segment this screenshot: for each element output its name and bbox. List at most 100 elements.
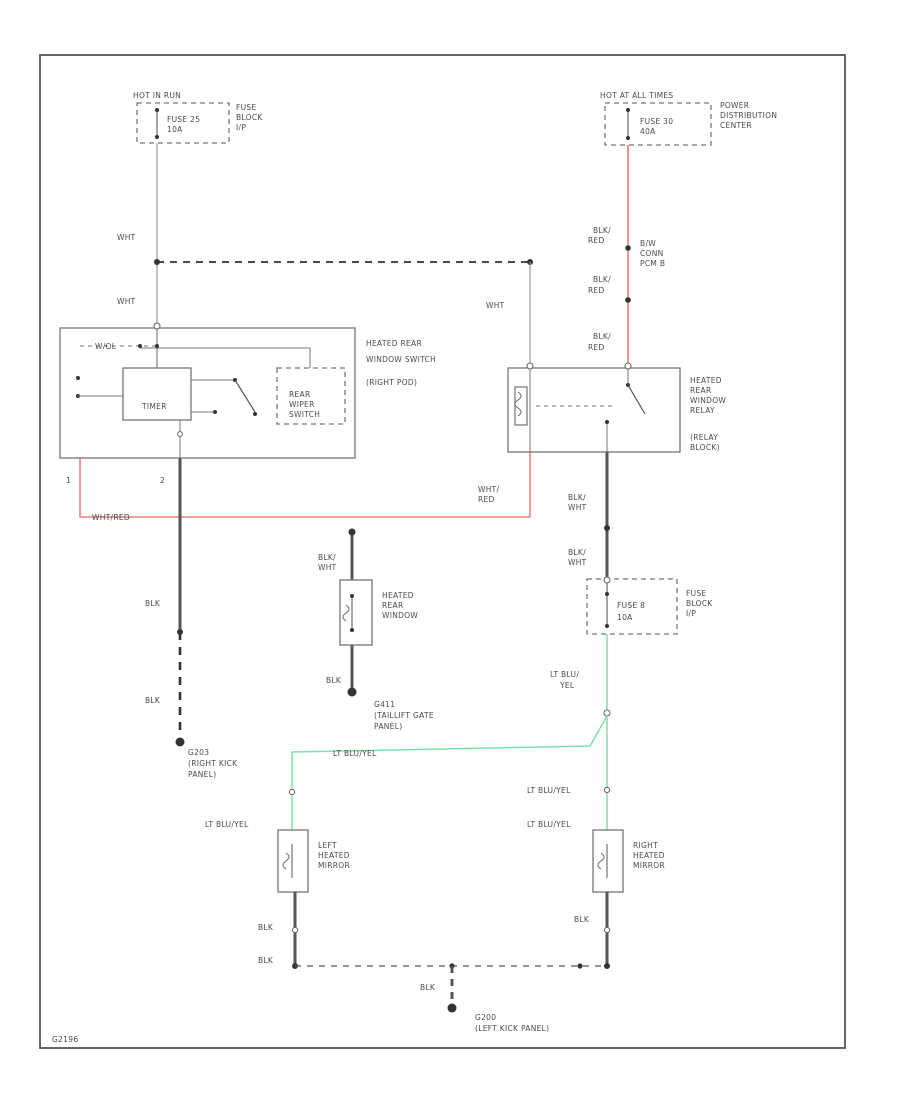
wires-blk-wht-2b-label: WHT xyxy=(568,558,587,567)
fuse-top-right-location-1-label: POWER xyxy=(720,101,749,110)
ground-g200-icon xyxy=(447,1003,457,1013)
switch-name-2-label: WINDOW SWITCH xyxy=(366,355,436,364)
ground-g200-id-label: G200 xyxy=(475,1013,496,1022)
wires-blk-4-label: BLK xyxy=(258,923,274,932)
wires-blk-3-label: BLK xyxy=(326,676,342,685)
fuse-25-block: HOT IN RUN FUSE 25 10A FUSE BLOCK I/P xyxy=(133,91,263,144)
wires-blk-7-label: BLK xyxy=(420,983,436,992)
heated-rear-window: BLK/ WHT HEATED REAR WINDOW BLK G411 (TA… xyxy=(318,528,434,731)
wires-lt-blu-yel-r2-label: LT BLU/YEL xyxy=(527,820,571,829)
diagram-frame xyxy=(39,54,846,1049)
connector-name-3-label: PCM B xyxy=(640,259,665,268)
ground-g203-desc-1-label: (RIGHT KICK xyxy=(188,759,238,768)
fuse-8-block: FUSE 8 10A FUSE BLOCK I/P xyxy=(586,576,713,635)
fuse-header: HOT IN RUN xyxy=(133,91,181,100)
ground-g411-desc-2-label: PANEL) xyxy=(374,722,402,731)
wires-lt-blu-yel-a-label: LT BLU/ xyxy=(550,670,579,679)
relay-name-4-label: RELAY xyxy=(690,406,715,415)
rear-window-name-1-label: HEATED xyxy=(382,591,414,600)
rear-window-name-2-label: REAR xyxy=(382,601,404,610)
lt-blu-yel-wires: LT BLU/ YEL LT BLU/YEL LT BLU/YEL LT BLU… xyxy=(205,634,611,830)
fuse-bottom-rating-label: 10A xyxy=(617,613,633,622)
fuse-top-left-fuse-label: FUSE 25 xyxy=(167,115,200,124)
fuse-top-right-location-3-label: CENTER xyxy=(720,121,752,130)
fuse-top-left-location-1-label: FUSE xyxy=(236,103,257,112)
right-heated-mirror: RIGHT HEATED MIRROR BLK xyxy=(574,829,665,969)
fuse-bottom-location-2-label: BLOCK xyxy=(686,599,713,608)
bw-connector-label: B/W CONN PCM B xyxy=(640,239,665,268)
wires-blk-wht-2a-label: BLK/ xyxy=(568,548,586,557)
wires-lt-blu-yel-h-label: LT BLU/YEL xyxy=(333,749,377,758)
left-heated-mirror: LEFT HEATED MIRROR BLK BLK xyxy=(258,829,350,969)
fuse-top-left-location-3-label: I/P xyxy=(236,123,246,132)
wires-blk-wht-3a-label: BLK/ xyxy=(318,553,336,562)
fuse-top-left-rating-label: 10A xyxy=(167,125,183,134)
wht-red-wire xyxy=(79,450,531,518)
wires-blk-red-2b-label: RED xyxy=(588,286,605,295)
ground-g411-id-label: G411 xyxy=(374,700,395,709)
switch-name-1-label: HEATED REAR xyxy=(366,339,422,348)
switch-pin-top-label: W/OL xyxy=(95,342,117,351)
wires-wht2-label: WHT xyxy=(117,297,136,306)
right-mirror-name-2-label: HEATED xyxy=(633,851,665,860)
ground-g203-icon xyxy=(175,737,185,747)
relay-name-5-label: (RELAY xyxy=(690,433,718,442)
wires-blk-2-label: BLK xyxy=(145,696,161,705)
fuse-top-right-rating-label: 40A xyxy=(640,127,656,136)
right-mirror-name-3-label: MIRROR xyxy=(633,861,665,870)
wires-blk-wht-1b-label: WHT xyxy=(568,503,587,512)
right-mirror-name-1-label: RIGHT xyxy=(633,841,658,850)
switch-wiper-2-label: WIPER xyxy=(289,400,315,409)
fuse-30-block: HOT AT ALL TIMES FUSE 30 40A POWER DISTR… xyxy=(600,91,777,146)
wires-wht-label: WHT xyxy=(117,233,136,242)
fuse-top-left-location-2-label: BLOCK xyxy=(236,113,263,122)
fuse-top-right-header-label: HOT AT ALL TIMES xyxy=(600,91,673,100)
ground-g203-id-label: G203 xyxy=(188,748,209,757)
wires-wht-red-b-label: RED xyxy=(478,495,495,504)
switch-timer-label: TIMER xyxy=(141,402,167,411)
wires-blk-red-3a-label: BLK/ xyxy=(593,332,611,341)
wires-wht3-label: WHT xyxy=(486,301,505,310)
wires-blk-red-1b-label: RED xyxy=(588,236,605,245)
wires-blk-red-1a-label: BLK/ xyxy=(593,226,611,235)
relay-name-6-label: BLOCK) xyxy=(690,443,720,452)
switch-name-3-label: (RIGHT POD) xyxy=(366,378,417,387)
left-mirror-name-1-label: LEFT xyxy=(318,841,337,850)
heated-rear-window-switch: W/OL TIMER REAR WIPER SWITCH HEATED REAR… xyxy=(59,322,436,485)
relay-name-1-label: HEATED xyxy=(690,376,722,385)
fuse-bottom-location-3-label: I/P xyxy=(686,609,696,618)
wires-wht-red-left-label: WHT/RED xyxy=(92,513,130,522)
switch-pin-1-label: 1 xyxy=(66,476,71,485)
ground-g203-label: G203 (RIGHT KICK PANEL) xyxy=(188,748,238,779)
relay-name-2-label: REAR xyxy=(690,386,712,395)
wires-blk-6-label: BLK xyxy=(574,915,590,924)
wires-lt-blu-yel-r1-label: LT BLU/YEL xyxy=(527,786,571,795)
wires-lt-blu-yel-b-label: YEL xyxy=(559,681,575,690)
ground-g203-desc-2-label: PANEL) xyxy=(188,770,216,779)
switch-pin-2-label: 2 xyxy=(160,476,165,485)
figure-id: G2196 xyxy=(52,1035,78,1044)
wires-lt-blu-yel-l-label: LT BLU/YEL xyxy=(205,820,249,829)
wires-blk-wht-3b-label: WHT xyxy=(318,563,337,572)
switch-wiper-1-label: REAR xyxy=(289,390,311,399)
relay-name-3-label: WINDOW xyxy=(690,396,726,405)
heated-rear-window-relay: HEATED REAR WINDOW RELAY (RELAY BLOCK) xyxy=(507,362,726,453)
switch-wiper-3-label: SWITCH xyxy=(289,410,320,419)
fuse-bottom-location-1-label: FUSE xyxy=(686,589,707,598)
ground-g200-desc-1-label: (LEFT KICK PANEL) xyxy=(475,1024,549,1033)
wires-blk-wht-1a-label: BLK/ xyxy=(568,493,586,502)
rear-window-name-3-label: WINDOW xyxy=(382,611,418,620)
wires-blk-red-3b-label: RED xyxy=(588,343,605,352)
connector-name-2-label: CONN xyxy=(640,249,664,258)
left-mirror-name-2-label: HEATED xyxy=(318,851,350,860)
fuse-bottom-fuse-label: FUSE 8 xyxy=(617,601,645,610)
wires-blk-red-2a-label: BLK/ xyxy=(593,275,611,284)
connector-name-1-label: B/W xyxy=(640,239,656,248)
wires-blk-5-label: BLK xyxy=(258,956,274,965)
wires-blk-1-label: BLK xyxy=(145,599,161,608)
fuse-top-right-location-2-label: DISTRIBUTION xyxy=(720,111,777,120)
ground-g411-icon xyxy=(347,687,357,697)
left-mirror-name-3-label: MIRROR xyxy=(318,861,350,870)
ground-g411-desc-1-label: (TAILLIFT GATE xyxy=(374,711,434,720)
